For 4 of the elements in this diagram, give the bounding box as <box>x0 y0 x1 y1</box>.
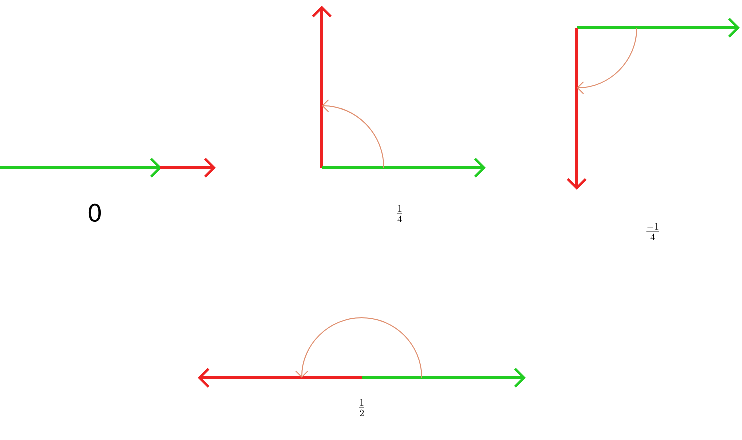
rotation-label: $\frac{-1}{4}$ <box>646 223 660 241</box>
rotation-label: $\frac{1}{2}$ <box>360 399 364 417</box>
rotation-label: $\frac{1}{4}$ <box>398 205 402 223</box>
rotation-label: 0 <box>88 204 102 222</box>
